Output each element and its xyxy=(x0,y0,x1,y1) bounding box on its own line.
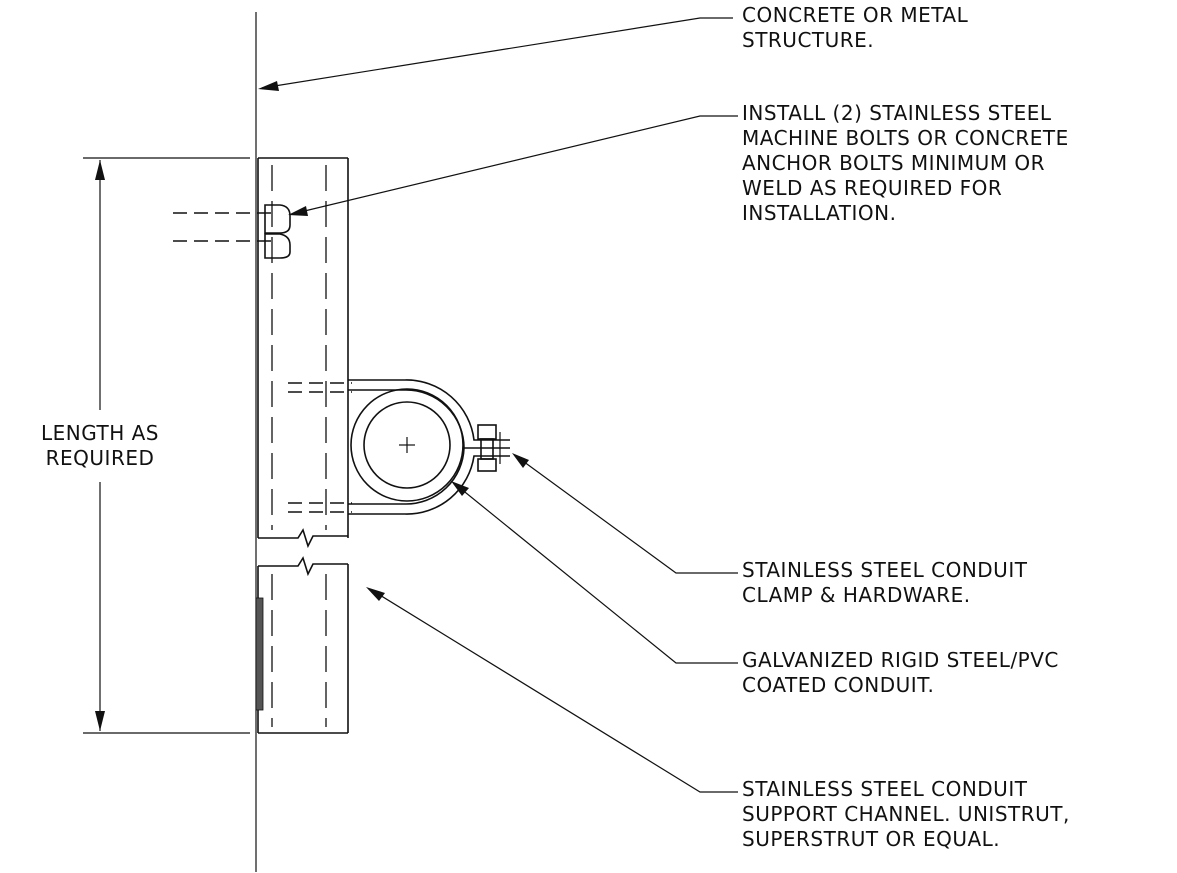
clamp-bolts xyxy=(288,382,352,513)
support-channel-upper xyxy=(257,157,349,549)
length-dimension xyxy=(83,157,250,734)
note-bolts: INSTALL (2) STAINLESS STEEL MACHINE BOLT… xyxy=(742,101,1069,225)
conduit-clamp xyxy=(348,379,510,515)
note-channel: STAINLESS STEEL CONDUIT SUPPORT CHANNEL.… xyxy=(742,777,1070,851)
length-label: LENGTH AS REQUIRED xyxy=(40,421,159,470)
weld-bead xyxy=(255,597,264,711)
note-clamp: STAINLESS STEEL CONDUIT CLAMP & HARDWARE… xyxy=(742,558,1028,607)
note-structure: CONCRETE OR METAL STRUCTURE. xyxy=(742,3,969,52)
leader-conduit xyxy=(451,481,738,664)
leader-channel xyxy=(366,587,738,793)
leader-clamp xyxy=(512,453,738,574)
anchor-bolts xyxy=(173,204,291,259)
leader-bolts xyxy=(288,115,738,216)
leader-structure xyxy=(258,17,733,91)
support-channel-lower xyxy=(255,556,349,734)
note-conduit: GALVANIZED RIGID STEEL/PVC COATED CONDUI… xyxy=(742,648,1059,697)
conduit xyxy=(350,388,464,502)
